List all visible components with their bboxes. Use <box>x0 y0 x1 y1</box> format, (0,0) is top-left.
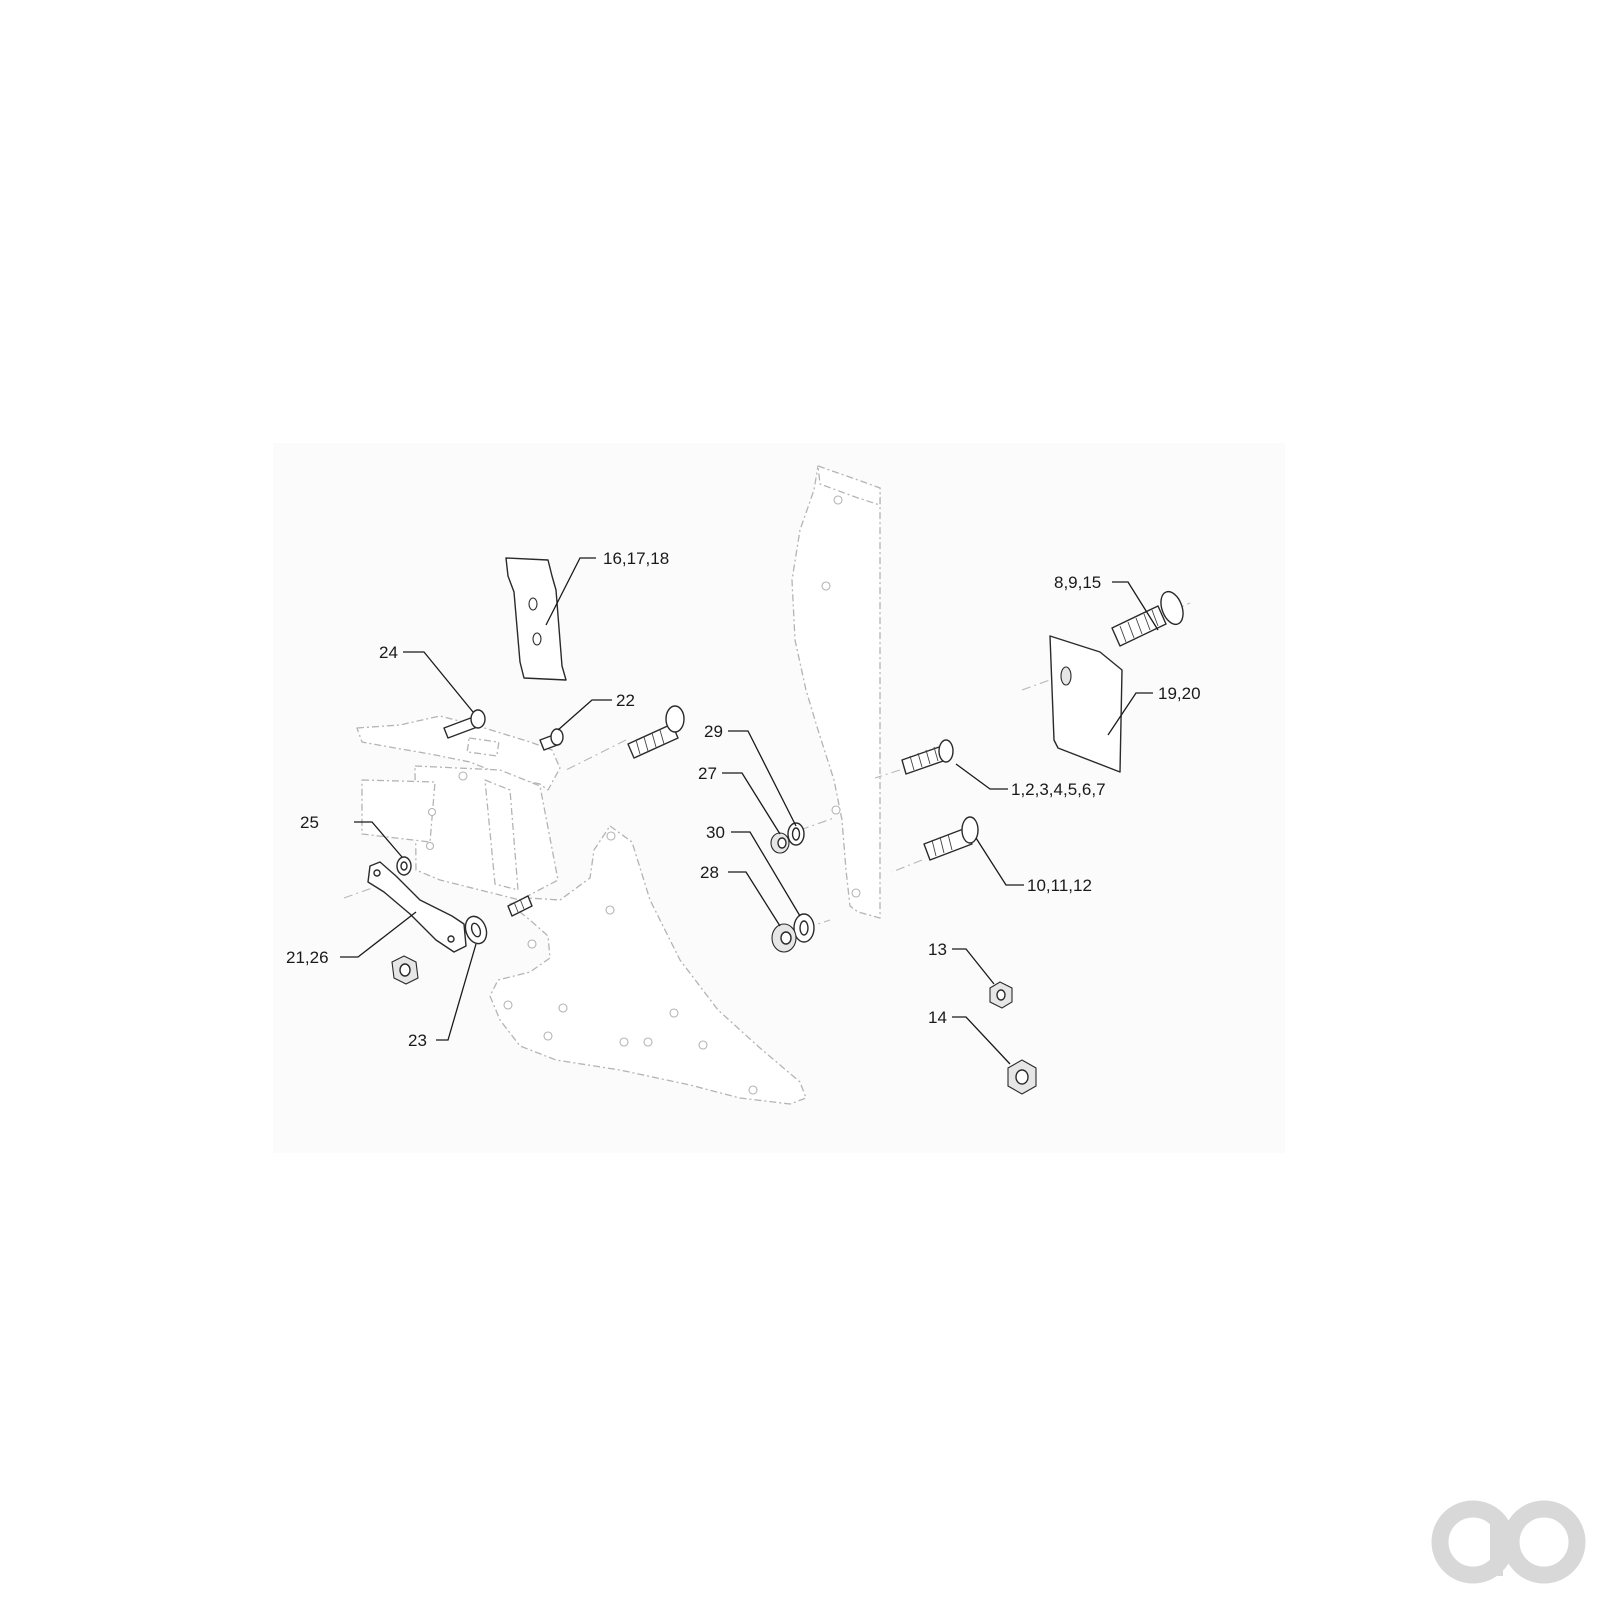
nut-13-part <box>989 981 1013 1009</box>
nut-28-part <box>771 923 797 953</box>
callout-29: 29 <box>704 722 723 741</box>
plate-19-20-part <box>1049 635 1123 773</box>
callout-23: 23 <box>408 1031 427 1050</box>
bolt-long-part <box>627 705 685 759</box>
callout-30: 30 <box>706 823 725 842</box>
washer-25-part <box>396 856 412 876</box>
callout-14: 14 <box>928 1008 947 1027</box>
washer-29-part <box>787 822 805 846</box>
callout-24: 24 <box>379 643 398 662</box>
watermark-logo-icon <box>1431 1500 1586 1584</box>
link-21-26-part <box>367 861 467 953</box>
beam-standard-ghost <box>791 465 881 919</box>
callout-19-20: 19,20 <box>1158 684 1201 703</box>
callout-13: 13 <box>928 940 947 959</box>
shim-plate-part <box>505 557 567 681</box>
callout-21-26: 21,26 <box>286 948 329 967</box>
callout-1-7: 1,2,3,4,5,6,7 <box>1011 780 1106 799</box>
frog-bracket-ghost <box>356 715 561 901</box>
callout-25: 25 <box>300 813 319 832</box>
callout-22: 22 <box>616 691 635 710</box>
washer-23-part <box>464 915 488 945</box>
callout-10-11-12: 10,11,12 <box>1027 876 1092 895</box>
callout-16-17-18: 16,17,18 <box>603 549 669 568</box>
callout-labels: 16,17,18 24 22 8,9,15 19,20 29 27 1,2,3,… <box>286 549 1201 1050</box>
nut-27-part <box>770 832 790 854</box>
callout-28: 28 <box>700 863 719 882</box>
callout-27: 27 <box>698 764 717 783</box>
share-plate-ghost <box>489 825 807 1105</box>
bolt-1-7-part <box>901 739 954 775</box>
leader-lines <box>340 557 1159 1065</box>
bolt-24-part <box>443 709 486 739</box>
callout-8-9-15: 8,9,15 <box>1054 573 1101 592</box>
bolt-22-part <box>539 728 564 751</box>
washer-30-part <box>793 913 815 943</box>
bolt-8-9-15-part <box>1111 590 1184 647</box>
bolt-inner-part <box>507 895 533 917</box>
nut-21-26-part <box>391 955 419 985</box>
bolt-10-11-12-part <box>923 816 979 861</box>
nut-14-part <box>1007 1059 1037 1095</box>
